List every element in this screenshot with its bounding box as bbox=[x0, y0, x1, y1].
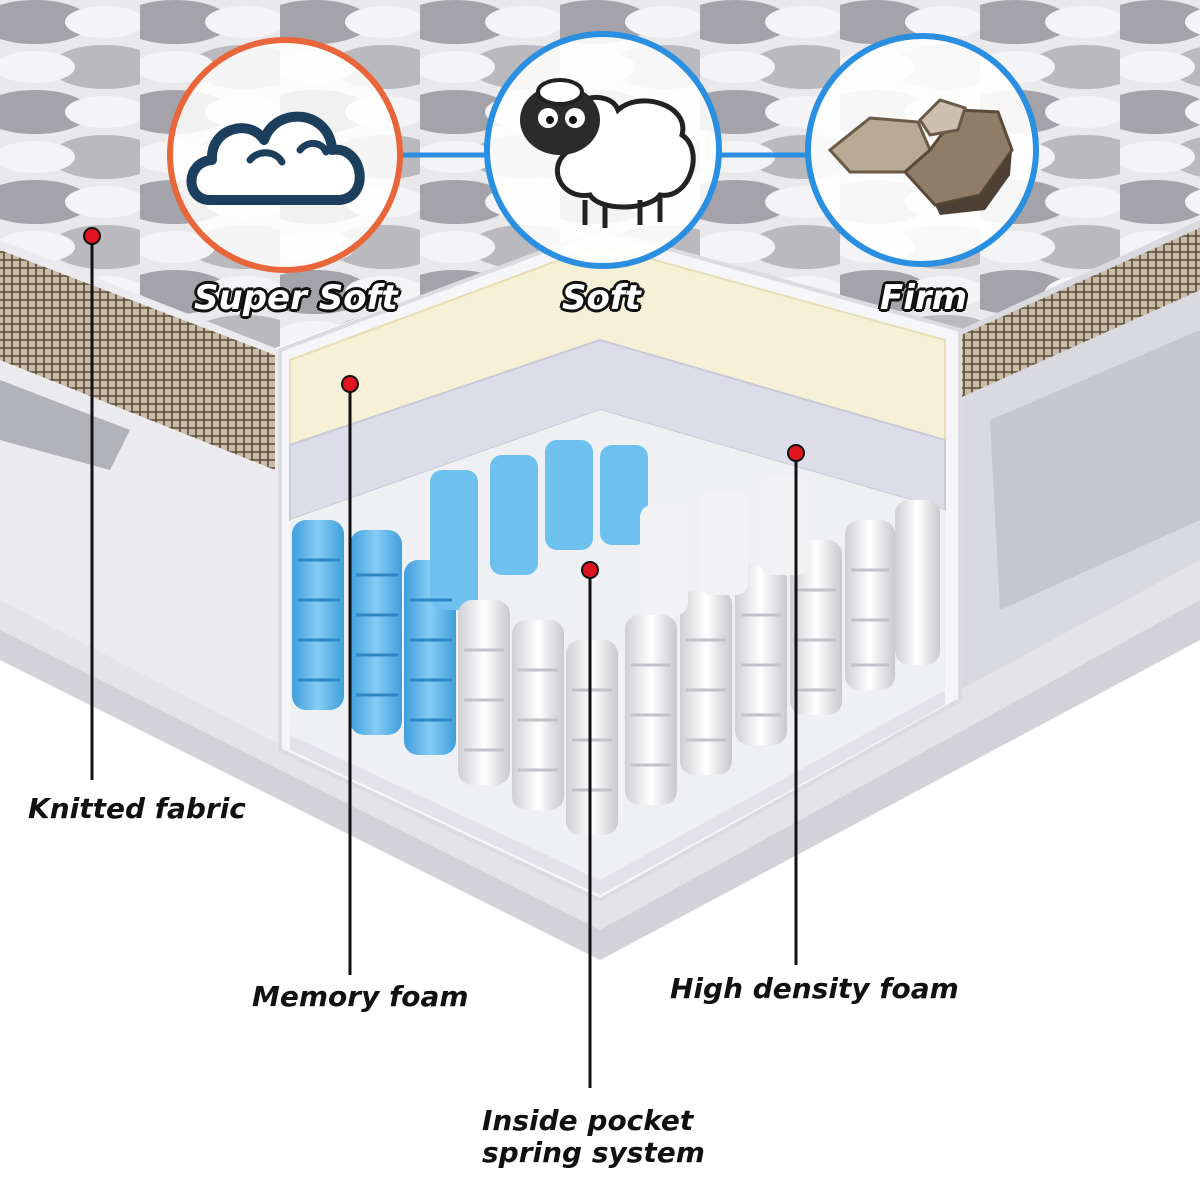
spring-system-label-line2: spring system bbox=[482, 1136, 705, 1169]
spring-system-pointer bbox=[581, 561, 599, 1088]
super-soft-label: Super Soft bbox=[194, 278, 398, 318]
soft-label: Soft bbox=[562, 278, 641, 318]
firm-label: Firm bbox=[880, 278, 968, 318]
soft-badge bbox=[484, 31, 722, 269]
memory-foam-marker bbox=[341, 375, 359, 393]
memory-foam-pointer bbox=[341, 375, 359, 975]
mattress-bottom-border bbox=[0, 560, 1200, 960]
spring-system-marker bbox=[581, 561, 599, 579]
blue-springs bbox=[292, 440, 648, 755]
knitted-fabric-pointer bbox=[83, 227, 101, 780]
rock-icon bbox=[827, 98, 1014, 215]
mattress-left-side bbox=[0, 240, 280, 750]
high-density-foam-marker bbox=[787, 444, 805, 462]
cloud-icon bbox=[186, 111, 365, 205]
memory-foam-label: Memory foam bbox=[252, 980, 469, 1013]
white-springs bbox=[458, 475, 940, 835]
high-density-foam-pointer bbox=[787, 444, 805, 965]
knitted-fabric-label: Knitted fabric bbox=[28, 792, 246, 825]
pocket-spring-layer bbox=[290, 410, 945, 895]
super-soft-badge bbox=[167, 37, 403, 273]
firm-badge bbox=[805, 33, 1039, 267]
mattress-right-side bbox=[950, 220, 1200, 700]
sheep-icon bbox=[520, 78, 696, 228]
high-density-foam-label: High density foam bbox=[670, 972, 959, 1005]
knitted-fabric-marker bbox=[83, 227, 101, 245]
spring-system-label-line1: Inside pocket bbox=[482, 1104, 694, 1137]
